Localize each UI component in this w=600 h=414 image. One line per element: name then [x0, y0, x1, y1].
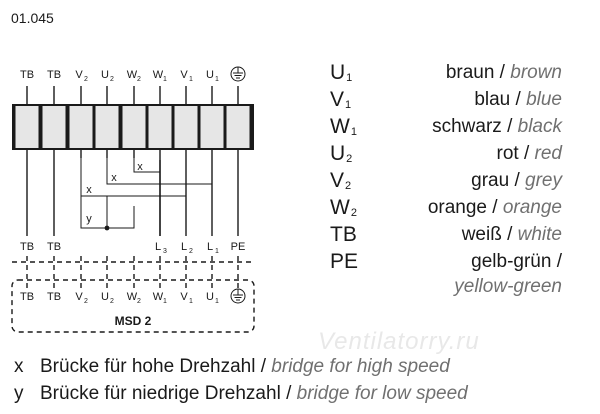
- ground-icon: [230, 66, 246, 82]
- bridge-y-label: y: [86, 213, 92, 225]
- bottom-terminal-label-sub: 3: [163, 248, 167, 255]
- terminal-cell: [42, 106, 66, 148]
- msd-title: MSD 2: [115, 314, 152, 328]
- top-terminal-label-sub: 2: [110, 76, 114, 83]
- top-terminal-label: U: [101, 69, 109, 81]
- terminal-cell: [122, 106, 146, 148]
- note-german: Brücke für niedrige Drehzahl: [40, 383, 281, 404]
- msd-terminal-label: W: [127, 291, 138, 303]
- msd-terminal-label-sub: 1: [163, 298, 167, 305]
- legend-code: W2: [330, 196, 357, 219]
- bottom-terminal-label-sub: 2: [189, 248, 193, 255]
- top-terminal-label: W: [153, 69, 164, 81]
- msd-terminal-label: W: [153, 291, 164, 303]
- legend-color-name: rot / red: [496, 143, 562, 164]
- legend-color-name: schwarz / black: [432, 116, 562, 137]
- msd-terminal-label-sub: 1: [215, 298, 219, 305]
- legend-row: W2 orange / orange: [330, 196, 562, 222]
- msd-terminal-label: TB: [47, 291, 61, 303]
- top-terminal-label-sub: 1: [189, 76, 193, 83]
- wires: x x x y: [12, 86, 254, 288]
- terminal-cell: [148, 106, 172, 148]
- figure-code: 01.045: [11, 10, 54, 26]
- msd-terminal-label: U: [206, 291, 214, 303]
- legend-code: W1: [330, 115, 357, 138]
- terminal-cell: [200, 106, 224, 148]
- msd-terminal-label: V: [75, 291, 83, 303]
- note-symbol: x: [14, 356, 24, 377]
- legend-row: V2 grau / grey: [330, 169, 562, 195]
- note-english: bridge for low speed: [296, 383, 468, 404]
- top-terminal-label: TB: [20, 69, 34, 81]
- top-terminal-label-sub: 1: [163, 76, 167, 83]
- bridge-x-label: x: [111, 172, 117, 184]
- top-terminal-label-sub: 2: [137, 76, 141, 83]
- terminal-block: [12, 104, 254, 150]
- terminal-cell: [15, 106, 39, 148]
- top-terminal-label: V: [180, 69, 188, 81]
- top-terminal-label: V: [75, 69, 83, 81]
- legend-color-name: gelb-grün /: [471, 251, 562, 272]
- bottom-terminal-label: TB: [47, 241, 61, 253]
- legend-row: W1 schwarz / black: [330, 115, 562, 141]
- msd-terminal-label: U: [101, 291, 109, 303]
- msd-terminal-label: V: [180, 291, 188, 303]
- msd-terminal-label-sub: 2: [84, 298, 88, 305]
- legend-code: TB: [330, 223, 357, 246]
- legend-color-name: braun / brown: [445, 62, 562, 83]
- legend-row: PE gelb-grün /: [330, 250, 562, 276]
- watermark: Ventilatorry.ru: [318, 328, 480, 355]
- note-english: bridge for high speed: [271, 356, 450, 377]
- bottom-terminal-label: TB: [20, 241, 34, 253]
- msd-box: MSD 2: [11, 279, 255, 333]
- legend-code: V2: [330, 169, 352, 192]
- legend-row: U2 rot / red: [330, 142, 562, 168]
- legend-row: V1 blau / blue: [330, 88, 562, 114]
- bottom-terminal-label-sub: 1: [215, 248, 219, 255]
- ground-icon: [230, 288, 246, 304]
- msd-terminal-label: TB: [20, 291, 34, 303]
- legend-code: U2: [330, 142, 353, 165]
- note-symbol: y: [14, 383, 24, 404]
- terminal-cell: [226, 106, 250, 148]
- legend-color-name: grau / grey: [471, 170, 562, 191]
- legend-code: V1: [330, 88, 352, 111]
- legend-code: U1: [330, 61, 353, 84]
- bridge-x-label: x: [86, 184, 92, 196]
- msd-terminal-label-sub: 2: [110, 298, 114, 305]
- msd-terminal-label-sub: 1: [189, 298, 193, 305]
- top-terminal-label: U: [206, 69, 214, 81]
- bottom-terminal-label: L: [181, 241, 187, 253]
- legend-row: U1 braun / brown: [330, 61, 562, 87]
- top-terminal-label: TB: [47, 69, 61, 81]
- bottom-terminal-label: PE: [231, 241, 246, 253]
- top-terminal-label-sub: 2: [84, 76, 88, 83]
- legend-color-name: orange / orange: [427, 197, 562, 218]
- terminal-cell: [174, 106, 198, 148]
- note-german: Brücke für hohe Drehzahl: [40, 356, 256, 377]
- legend-row: TB weiß / white: [330, 223, 562, 249]
- terminal-cell: [95, 106, 119, 148]
- bottom-terminal-label: L: [207, 241, 213, 253]
- top-terminal-label: W: [127, 69, 138, 81]
- legend-color-name: weiß / white: [461, 224, 562, 245]
- terminal-cell: [69, 106, 93, 148]
- legend-color-name: blau / blue: [474, 89, 562, 110]
- legend-code: PE: [330, 250, 359, 273]
- msd-terminal-label-sub: 2: [137, 298, 141, 305]
- top-terminal-label-sub: 1: [215, 76, 219, 83]
- bottom-terminal-label: L: [155, 241, 161, 253]
- bridge-x-label: x: [137, 161, 143, 173]
- legend-pe-english: yellow-green: [454, 276, 562, 297]
